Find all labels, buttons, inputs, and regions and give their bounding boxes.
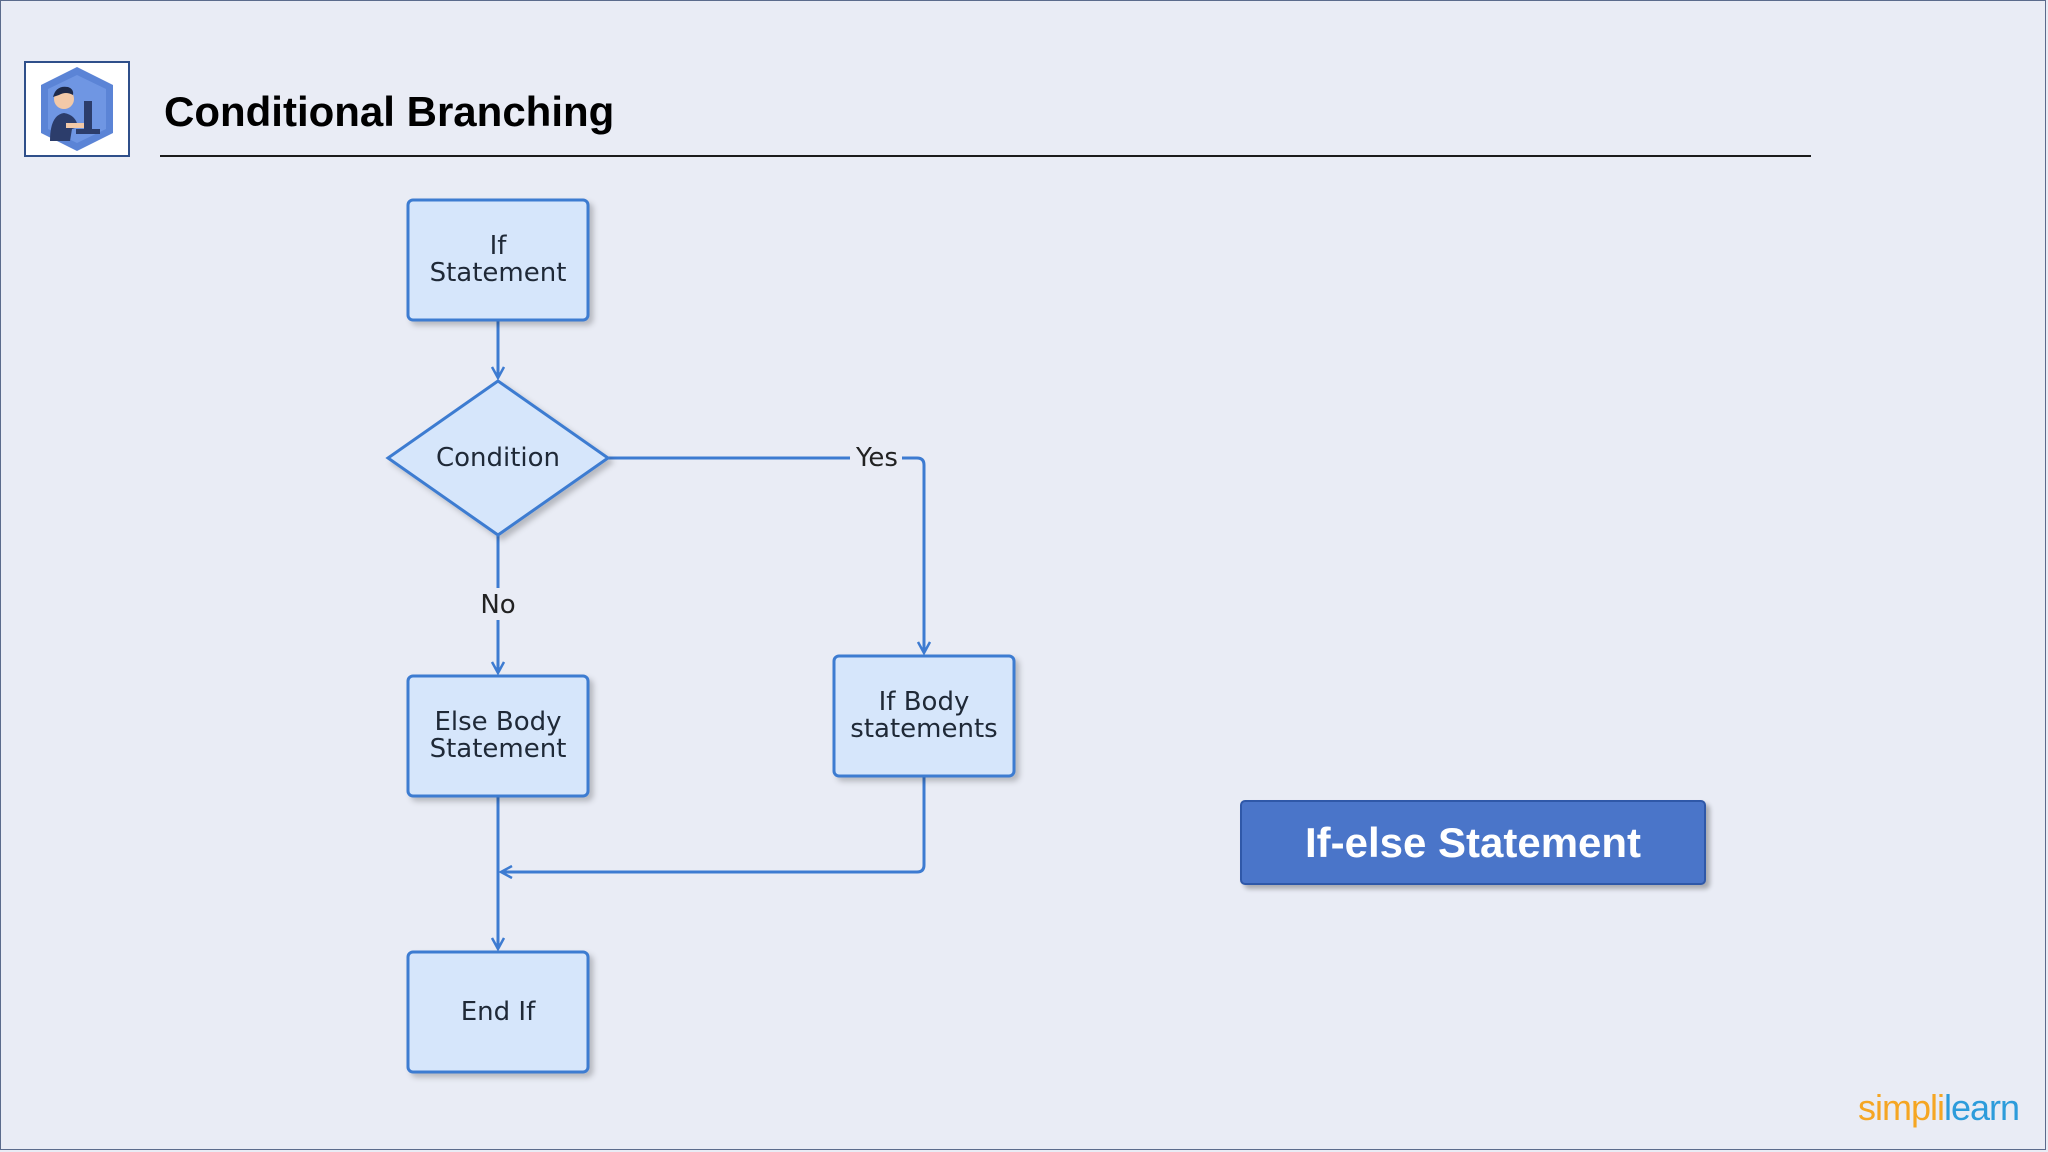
node-if-body-line1: If Body xyxy=(879,687,970,717)
node-condition-label: Condition xyxy=(436,443,560,473)
node-if-statement: If Statement xyxy=(406,198,590,322)
if-else-statement-badge: If-else Statement xyxy=(1240,800,1706,885)
node-condition: Condition xyxy=(385,379,611,537)
edge-yes-to-if-body xyxy=(902,456,924,652)
node-if-statement-line1: If xyxy=(490,231,508,261)
edge-label-no: No xyxy=(480,590,515,620)
node-end-if: End If xyxy=(406,950,590,1074)
node-else-body-line1: Else Body xyxy=(434,707,561,737)
node-if-body: If Body statements xyxy=(832,654,1016,778)
node-if-body-line2: statements xyxy=(850,714,997,744)
page-title: Conditional Branching xyxy=(164,88,615,135)
node-end-if-label: End If xyxy=(461,997,536,1027)
brand-logo-separator: i xyxy=(1937,1087,1945,1128)
brand-logo-part1: simpl xyxy=(1858,1087,1938,1128)
edge-label-yes: Yes xyxy=(855,443,898,473)
title-divider xyxy=(160,155,1811,157)
brand-logo: simplilearn xyxy=(1858,1087,2020,1129)
avatar xyxy=(24,61,130,157)
brand-logo-part2: learn xyxy=(1944,1087,2020,1128)
developer-avatar-icon xyxy=(41,67,113,151)
node-else-body: Else Body Statement xyxy=(406,674,590,798)
edge-if-body-to-merge xyxy=(502,776,926,872)
node-else-body-line2: Statement xyxy=(430,734,567,764)
node-if-statement-line2: Statement xyxy=(430,258,567,288)
